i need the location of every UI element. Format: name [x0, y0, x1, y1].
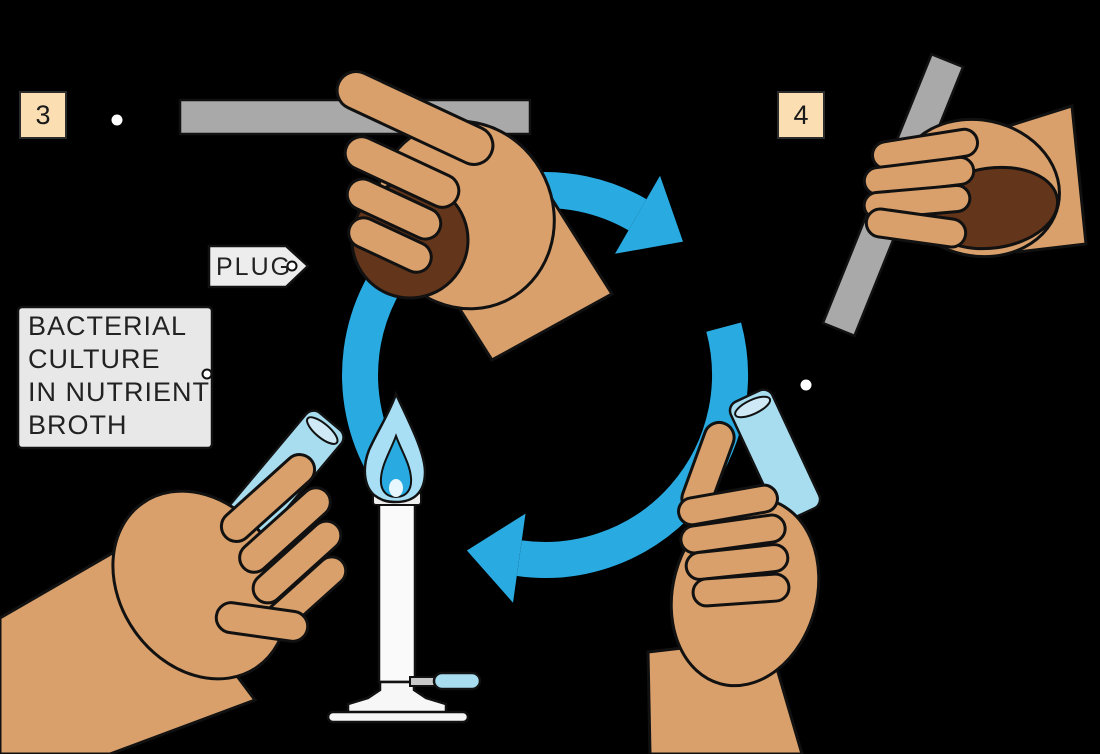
step-4-badge: 4 [777, 91, 825, 139]
plug-tag-hole [286, 260, 298, 272]
finger [691, 572, 791, 608]
finger [345, 177, 443, 241]
finger [238, 486, 332, 574]
thumb [864, 207, 968, 249]
culture-label-line-3: IN NUTRIENT [28, 377, 210, 407]
step-3-number: 3 [35, 100, 50, 130]
step-4-badge-box [777, 91, 825, 139]
marker-dot-right [800, 379, 812, 391]
plug-tag-shape [207, 244, 310, 289]
finger [677, 483, 779, 527]
test-tube-right [728, 388, 822, 522]
finger [343, 135, 461, 209]
culture-label: BACTERIAL CULTURE IN NUTRIENT BROTH [16, 305, 214, 450]
step-3-badge: 3 [19, 91, 67, 139]
plug-tag: PLUG [207, 244, 310, 289]
burner-base-plate [326, 710, 470, 724]
culture-label-line-2: CULTURE [28, 344, 161, 374]
culture-label-box [16, 305, 214, 450]
finger [219, 453, 317, 543]
culture-label-line-4: BROTH [28, 410, 128, 440]
hand-top-center [335, 70, 615, 362]
gas-valve-knob [432, 671, 482, 691]
rotation-arrow-head-top [615, 175, 683, 254]
culture-label-hole [201, 368, 213, 380]
hand-top-right [862, 104, 1088, 259]
bunsen-burner [326, 390, 482, 724]
finger [347, 216, 433, 274]
test-tube-right-mouth [734, 395, 772, 419]
step-4-number: 4 [793, 100, 808, 130]
step-3-badge-box [19, 91, 67, 139]
flame-core [389, 479, 403, 497]
gas-valve-connector [409, 676, 437, 687]
test-tube-left-mouth [306, 416, 339, 445]
plug-tag-text: PLUG [216, 253, 292, 281]
culture-label-line-1: BACTERIAL [28, 311, 187, 341]
thumb [214, 601, 310, 643]
hand-bottom-left [0, 453, 348, 754]
rotation-arrow-head-bottom [466, 513, 526, 603]
burner-barrel [377, 496, 417, 684]
marker-dot-left [111, 114, 123, 126]
hand-bottom-right [646, 420, 821, 754]
finger [335, 70, 495, 166]
test-tube-right-body [728, 388, 822, 522]
